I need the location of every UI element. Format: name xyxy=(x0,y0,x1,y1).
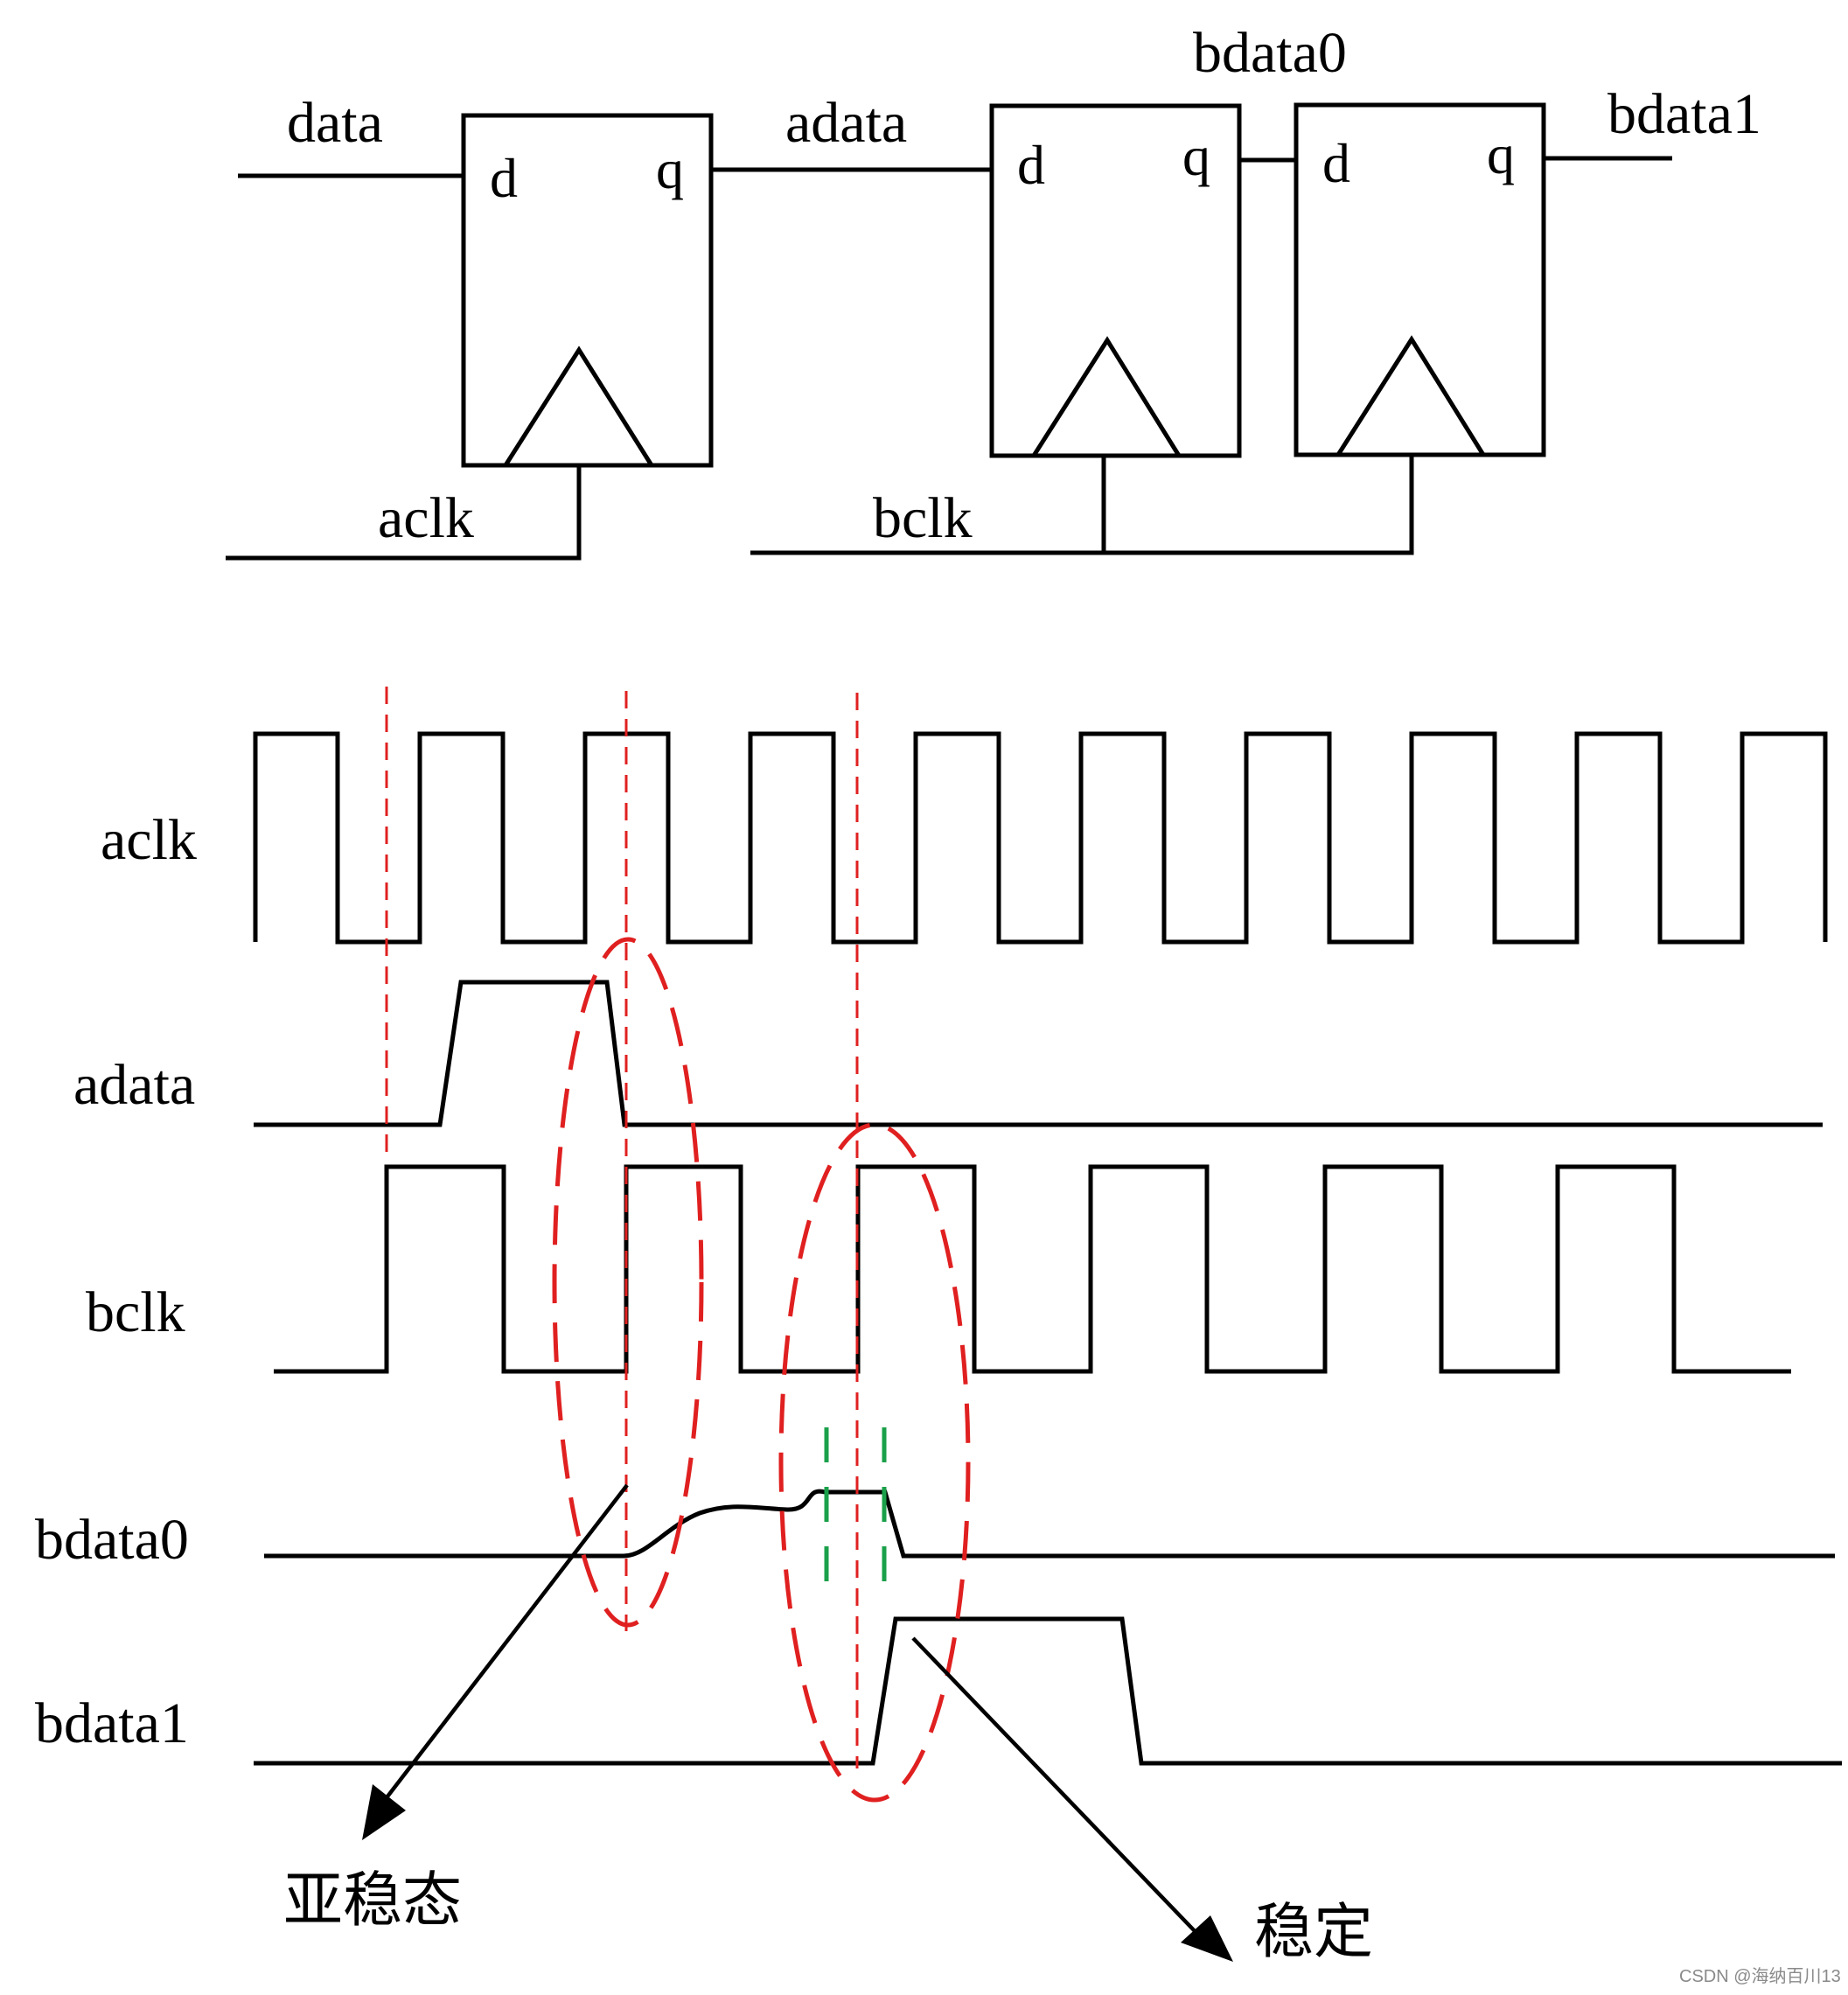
waveform-adata xyxy=(254,980,1823,1127)
waveform-aclk xyxy=(253,731,1828,945)
metastable-arrowhead-icon xyxy=(362,1784,406,1840)
annotation-metastable: 亚稳态 xyxy=(283,1866,462,1936)
label-aclk: aclk xyxy=(378,486,474,550)
flipflop-b0-clock-icon xyxy=(1031,336,1182,457)
flipflop-b1-d-label: d xyxy=(1322,132,1350,194)
flipflop-a: d q xyxy=(461,113,714,468)
waveform-bdata1 xyxy=(254,1616,1842,1766)
stable-ellipse xyxy=(778,1122,971,1803)
label-bdata1: bdata1 xyxy=(1607,82,1761,146)
flipflop-b1-body xyxy=(1294,102,1546,457)
label-bdata0: bdata0 xyxy=(1193,21,1347,85)
flipflop-b1: d q xyxy=(1294,102,1546,457)
circuit-schematic: d q d q d q data adata bdata0 bdata1 a xyxy=(226,21,1761,561)
flipflop-b0-d-label: d xyxy=(1017,134,1045,196)
flipflop-b1-clock-icon xyxy=(1335,335,1486,457)
flipflop-b0-q-label: q xyxy=(1182,125,1210,187)
label-bclk: bclk xyxy=(873,486,973,550)
flipflop-a-body xyxy=(461,113,714,468)
metastable-arrow-line xyxy=(383,1483,629,1802)
row-label-aclk: aclk xyxy=(101,808,197,872)
row-label-bclk: bclk xyxy=(86,1280,185,1344)
watermark: CSDN @海纳百川13 xyxy=(1679,1966,1841,1986)
flipflop-b1-q-label: q xyxy=(1487,123,1515,185)
wire-aclk xyxy=(226,465,582,561)
flipflop-a-q-label: q xyxy=(656,138,684,200)
flipflop-b0: d q xyxy=(989,103,1242,458)
stable-arrowhead-icon xyxy=(1181,1915,1233,1962)
timing-diagram: aclk adata bclk bdata0 bdata1 亚稳态 稳 xyxy=(35,687,1842,1967)
row-label-bdata0: bdata0 xyxy=(35,1508,189,1572)
wire-bclk-stage2 xyxy=(1104,455,1414,555)
label-data: data xyxy=(287,91,383,155)
stable-arrow-line xyxy=(911,1636,1198,1935)
metastable-ellipse xyxy=(552,937,704,1628)
row-label-adata: adata xyxy=(73,1053,195,1117)
flipflop-b0-body xyxy=(989,103,1242,458)
flipflop-a-clock-icon xyxy=(503,345,654,467)
waveform-bdata0 xyxy=(264,1489,1835,1559)
flipflop-a-d-label: d xyxy=(490,147,518,209)
annotation-stable: 稳定 xyxy=(1254,1898,1373,1967)
waveform-bclk xyxy=(274,1164,1791,1374)
label-adata: adata xyxy=(785,91,907,155)
row-label-bdata1: bdata1 xyxy=(35,1692,189,1755)
